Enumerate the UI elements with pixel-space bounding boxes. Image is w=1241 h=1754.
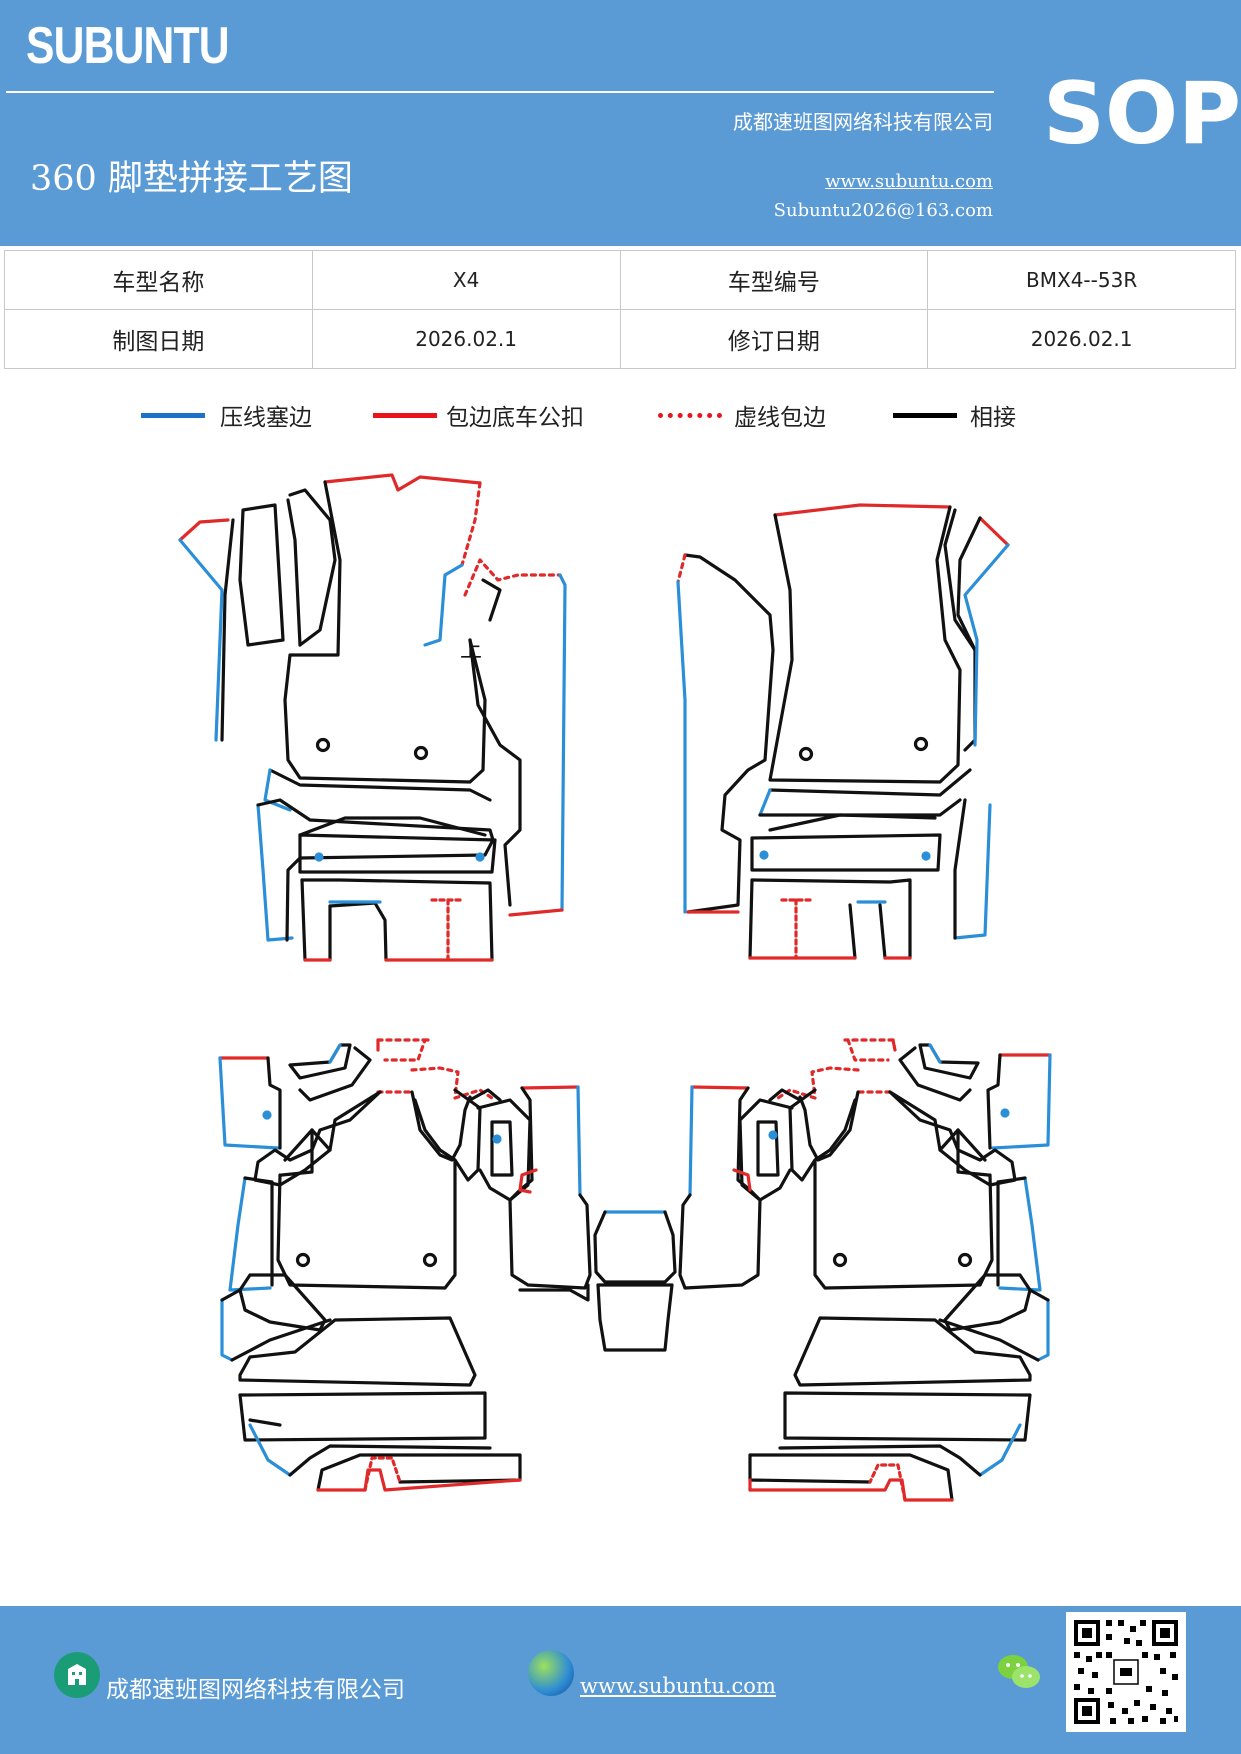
legend-swatch-blue [141,413,205,418]
header-company: 成都速班图网络科技有限公司 [733,110,993,134]
table-row: 车型名称 X4 车型编号 BMX4--53R [4,250,1236,310]
draw-date-value: 2026.02.1 [311,309,621,369]
mat-top-left: 上 [178,473,567,962]
brand-logo: SUBUNTU [26,17,230,75]
mat-cutting-diagram: 上 [178,473,1052,1502]
globe-icon [528,1650,574,1696]
footer-company: 成都速班图网络科技有限公司 [106,1677,405,1703]
wechat-icon[interactable] [996,1652,1042,1696]
up-marker: 上 [460,638,482,663]
revise-date-value: 2026.02.1 [927,309,1236,369]
legend-label-dotted-edge: 虚线包边 [734,405,826,431]
model-name-label: 车型名称 [4,250,313,310]
legend: 压线塞边 包边底车公扣 虚线包边 相接 [0,398,1241,438]
building-icon-glyph [68,1664,86,1685]
header-email[interactable]: Subuntu2026@163.com [773,200,993,221]
page-title: 360 脚垫拼接工艺图 [30,159,353,199]
mat-bottom-center [518,1210,677,1352]
legend-label-joined: 相接 [970,405,1016,431]
model-name-value: X4 [311,250,621,310]
header-banner [0,0,1241,246]
wechat-icon-glyph [998,1655,1040,1688]
legend-swatch-black [893,413,957,418]
model-code-value: BMX4--53R [927,250,1236,310]
model-code-label: 车型编号 [619,250,929,310]
qr-code[interactable] [1066,1612,1186,1732]
header-website-link[interactable]: www.subuntu.com [825,171,993,192]
legend-swatch-red-dotted [658,413,722,418]
sop-badge: SOP [1043,64,1241,164]
mat-top-right [676,503,1010,960]
table-row: 制图日期 2026.02.1 修订日期 2026.02.1 [4,309,1236,369]
info-table: 车型名称 X4 车型编号 BMX4--53R 制图日期 2026.02.1 修订… [4,250,1236,369]
legend-label-press-line: 压线塞边 [220,405,312,431]
qr-code-pattern [1072,1618,1180,1726]
mat-bottom-right [678,1038,1052,1502]
header-divider [6,91,994,93]
legend-swatch-red [373,413,437,418]
mat-bottom-left [218,1038,592,1492]
legend-label-edge-buckle: 包边底车公扣 [446,405,584,431]
revise-date-label: 修订日期 [619,309,929,369]
draw-date-label: 制图日期 [4,309,313,369]
footer-website-link[interactable]: www.subuntu.com [580,1674,776,1698]
building-icon [54,1652,100,1698]
